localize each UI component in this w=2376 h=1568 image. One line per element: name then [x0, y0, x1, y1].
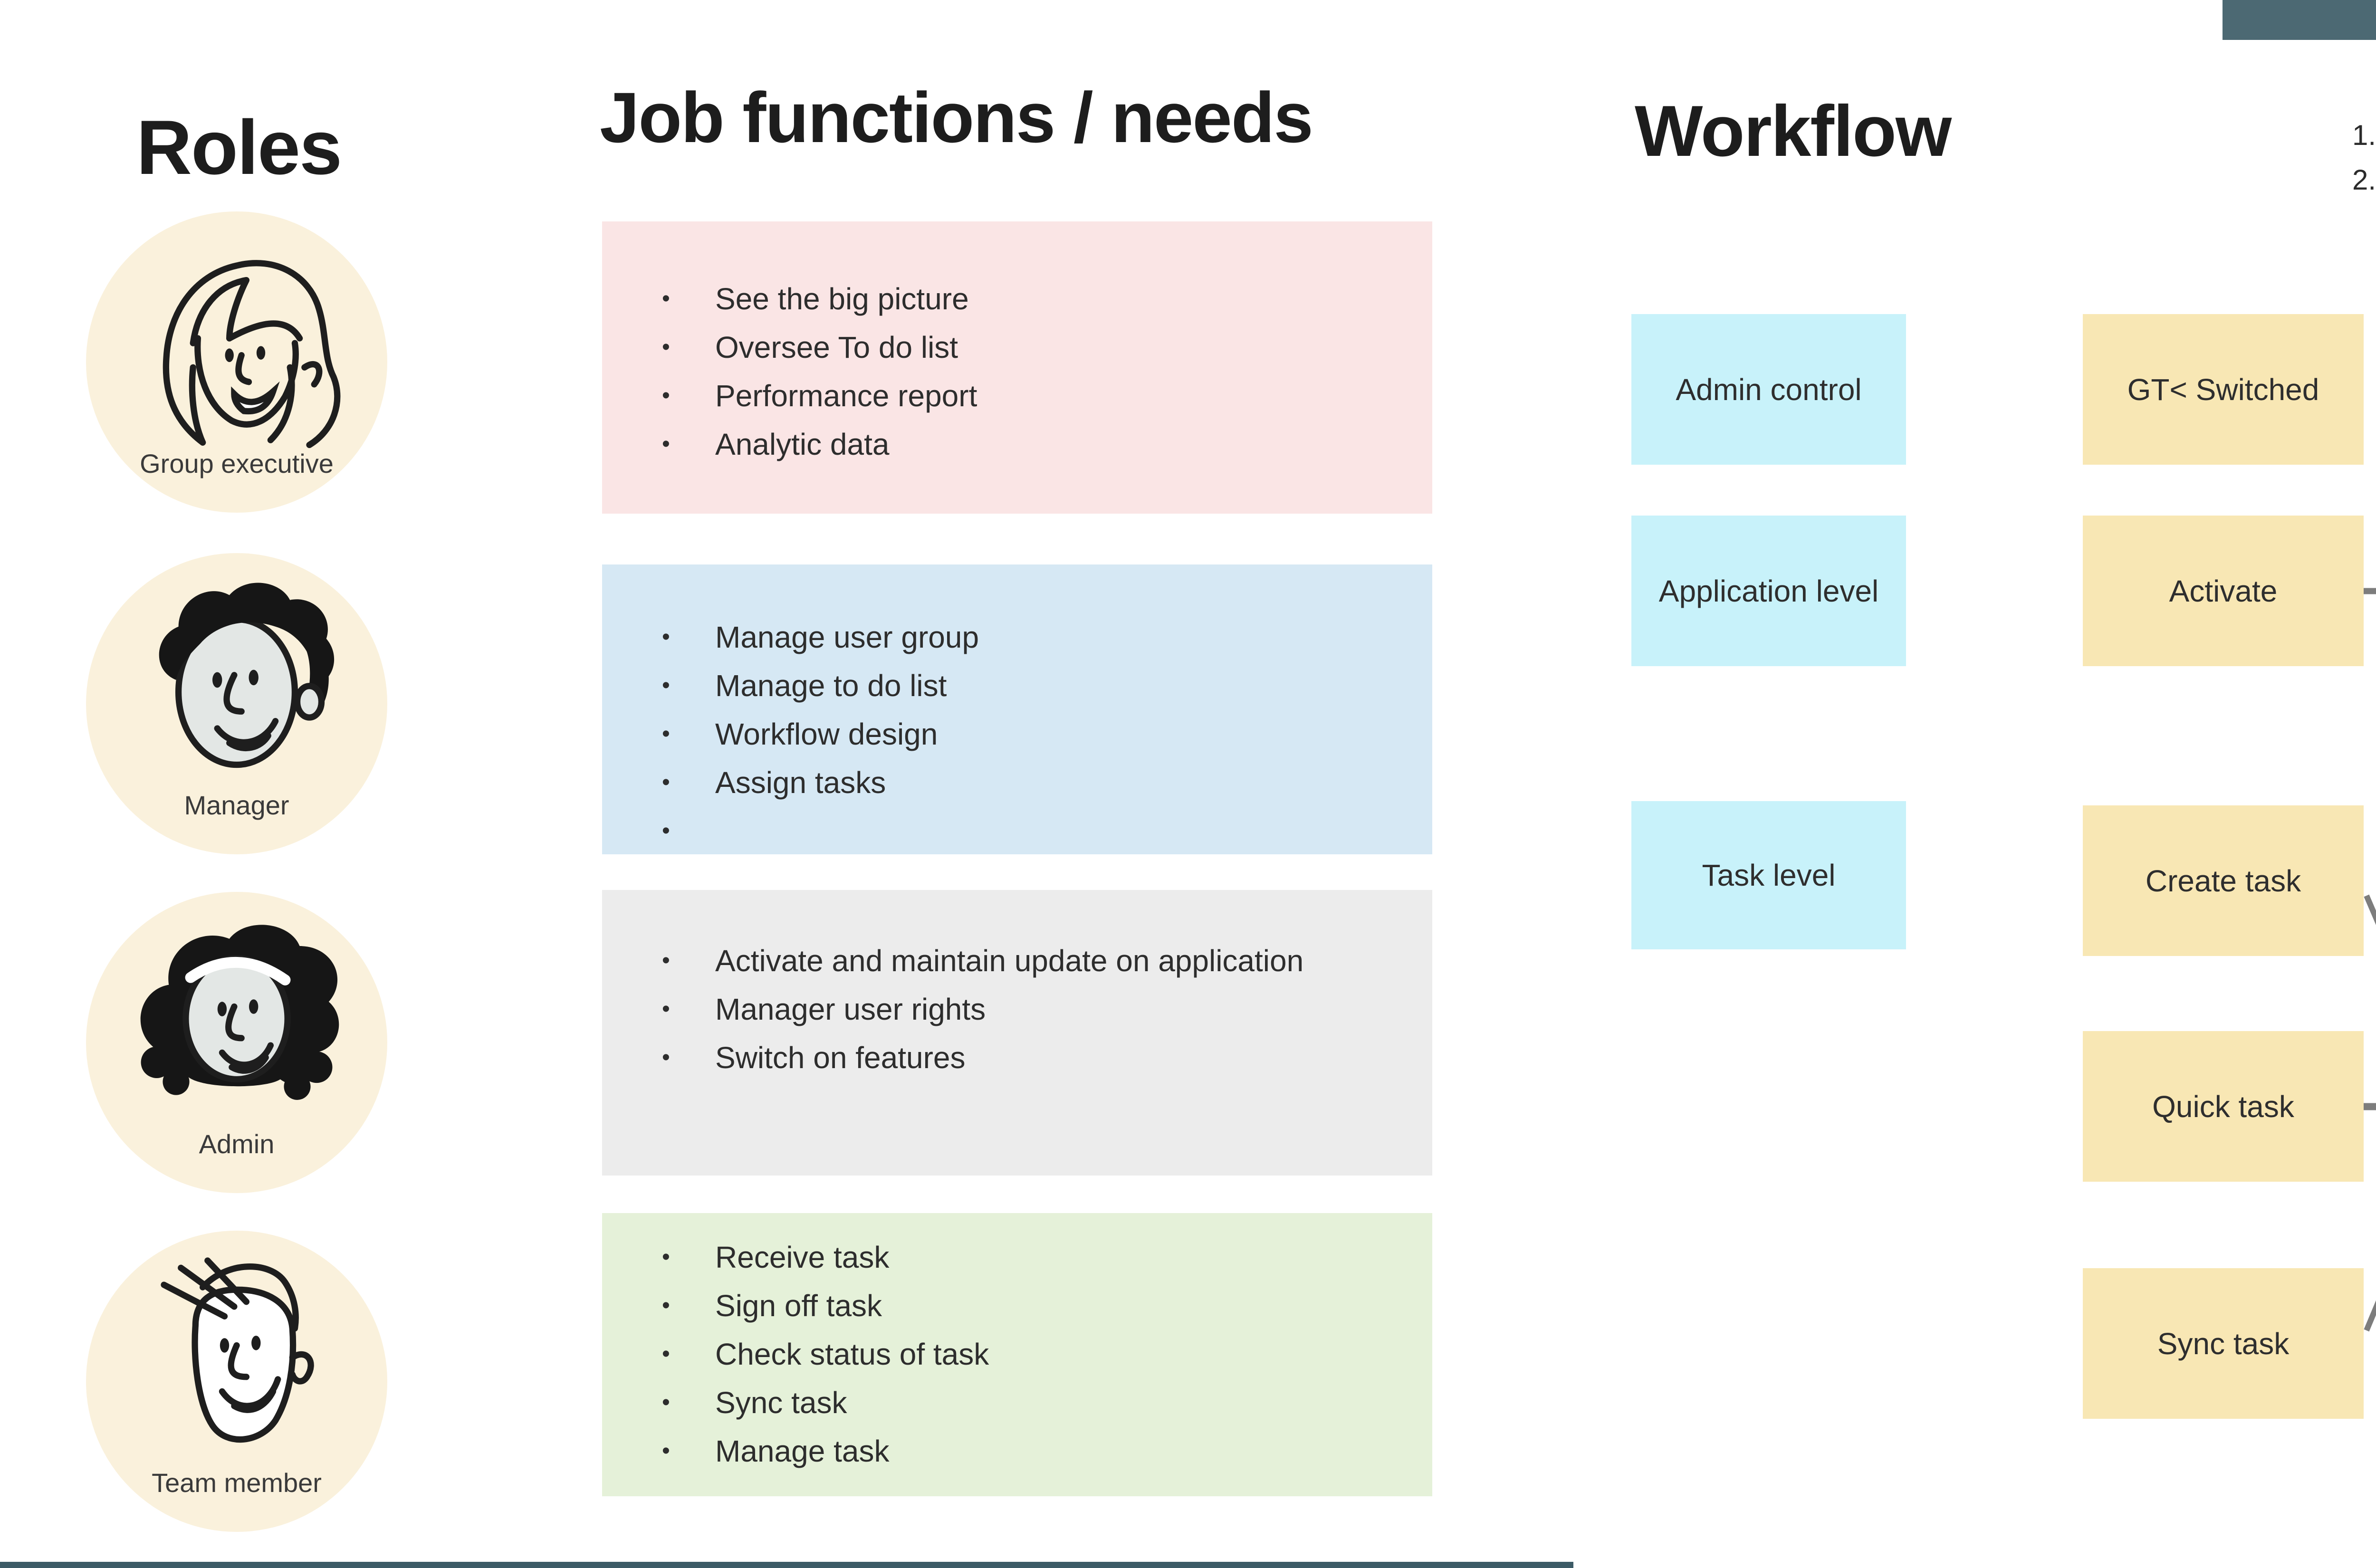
role-avatar-team-member[interactable]: Team member	[86, 1231, 387, 1532]
bullet-item: Workflow design	[659, 710, 1389, 758]
bullet-text: Assign tasks	[715, 765, 886, 800]
node-label: Admin control	[1676, 372, 1862, 407]
woman-curly-hair-headband-icon	[140, 925, 339, 1100]
bullet-text: Manage user group	[715, 620, 979, 654]
legend-line-primary: 1. Primary user journey	[2352, 119, 2376, 151]
workflow-node-create-task[interactable]: Create task	[2083, 805, 2364, 956]
workflow-title: Workflow	[1635, 91, 1952, 172]
workflow-node-gt-switched[interactable]: GT< Switched	[2083, 314, 2364, 465]
bullet-text: Workflow design	[715, 717, 938, 751]
bullet-text: Manage to do list	[715, 669, 947, 703]
bullet-text: See the big picture	[715, 282, 969, 316]
workflow-node-task-level[interactable]: Task level	[1631, 801, 1906, 949]
node-label: Task level	[1702, 858, 1836, 892]
node-label: Quick task	[2152, 1089, 2294, 1124]
job-needs-team-member[interactable]: Receive task Sign off task Check status …	[602, 1213, 1432, 1496]
bottom-teal-bar	[0, 1562, 1573, 1568]
bullet-item: Assign tasks	[659, 758, 1389, 807]
bullet-item: See the big picture	[659, 275, 1389, 323]
bullet-item: Receive task	[659, 1233, 1389, 1281]
bullet-item: Oversee To do list	[659, 323, 1389, 372]
node-label: Application level	[1658, 574, 1879, 608]
job-needs-manager[interactable]: Manage user group Manage to do list Work…	[602, 564, 1432, 855]
job-needs-admin[interactable]: Activate and maintain update on applicat…	[602, 890, 1432, 1176]
role-label: Manager	[184, 790, 289, 820]
workflow-node-sync-task[interactable]: Sync task	[2083, 1268, 2364, 1419]
bullet-list: Manage user group Manage to do list Work…	[659, 613, 1389, 855]
role-label: Admin	[199, 1129, 275, 1159]
role-label: Group executive	[140, 449, 334, 478]
workflow-node-admin-control[interactable]: Admin control	[1631, 314, 1906, 465]
bullet-text: Receive task	[715, 1240, 890, 1274]
bullet-item: Activate and maintain update on applicat…	[659, 937, 1389, 985]
bullet-text: Performance report	[715, 379, 977, 413]
role-avatar-admin[interactable]: Admin	[86, 892, 387, 1193]
bullet-text: Activate and maintain update on applicat…	[715, 944, 1304, 978]
top-teal-bar	[2223, 0, 2376, 40]
arrow-create-task-to-task-statuses	[2364, 894, 2376, 925]
woman-long-hair-icon	[163, 260, 341, 449]
bullet-text: Oversee To do list	[715, 330, 958, 364]
man-short-hair-icon	[161, 1257, 314, 1443]
job-needs-group-executive[interactable]: See the big picture Oversee To do list P…	[602, 221, 1432, 514]
bullet-text: Switch on features	[715, 1041, 966, 1075]
bullet-item: Analytic data	[659, 420, 1389, 468]
bullet-item: Manage user group	[659, 613, 1389, 661]
role-label: Team member	[152, 1468, 322, 1498]
bullet-text: Manager user rights	[715, 992, 986, 1026]
bullet-text: Sign off task	[715, 1289, 882, 1323]
workflow-legend: 1. Primary user journey 2. Secondary use…	[2352, 113, 2376, 202]
man-dark-curly-hair-icon	[159, 583, 335, 768]
bullet-item: Manage to do list	[659, 661, 1389, 710]
node-label: GT< Switched	[2127, 372, 2319, 407]
bullet-list: Receive task Sign off task Check status …	[659, 1233, 1389, 1475]
role-avatar-group-executive[interactable]: Group executive	[86, 211, 387, 513]
workflow-node-application-level[interactable]: Application level	[1631, 516, 1906, 666]
roles-title: Roles	[136, 105, 342, 191]
bullet-text: Check status of task	[715, 1337, 989, 1371]
bullet-item: Manage task	[659, 1427, 1389, 1475]
bullet-item: Switch on features	[659, 1033, 1389, 1082]
bullet-text: Sync task	[715, 1386, 847, 1420]
bullet-item: Sign off task	[659, 1281, 1389, 1330]
legend-line-secondary: 2. Secondary user journey	[2352, 164, 2376, 196]
role-avatar-manager[interactable]: Manager	[86, 553, 387, 854]
workflow-node-quick-task[interactable]: Quick task	[2083, 1031, 2364, 1182]
node-label: Create task	[2145, 863, 2301, 898]
bullet-item: Check status of task	[659, 1330, 1389, 1378]
workflow-node-activate[interactable]: Activate	[2083, 516, 2364, 666]
bullet-list: Activate and maintain update on applicat…	[659, 937, 1389, 1082]
bullet-item: Sync task	[659, 1378, 1389, 1427]
bullet-item: Manager user rights	[659, 985, 1389, 1033]
bullet-text: Manage task	[715, 1434, 890, 1468]
bullet-list: See the big picture Oversee To do list P…	[659, 275, 1389, 468]
bullet-text: Analytic data	[715, 427, 890, 461]
arrow-sync-task-to-task-statuses	[2364, 1300, 2376, 1332]
job-functions-title: Job functions / needs	[600, 77, 1313, 157]
node-label: Activate	[2169, 574, 2278, 608]
node-label: Sync task	[2157, 1326, 2290, 1361]
bullet-item: Performance report	[659, 372, 1389, 420]
